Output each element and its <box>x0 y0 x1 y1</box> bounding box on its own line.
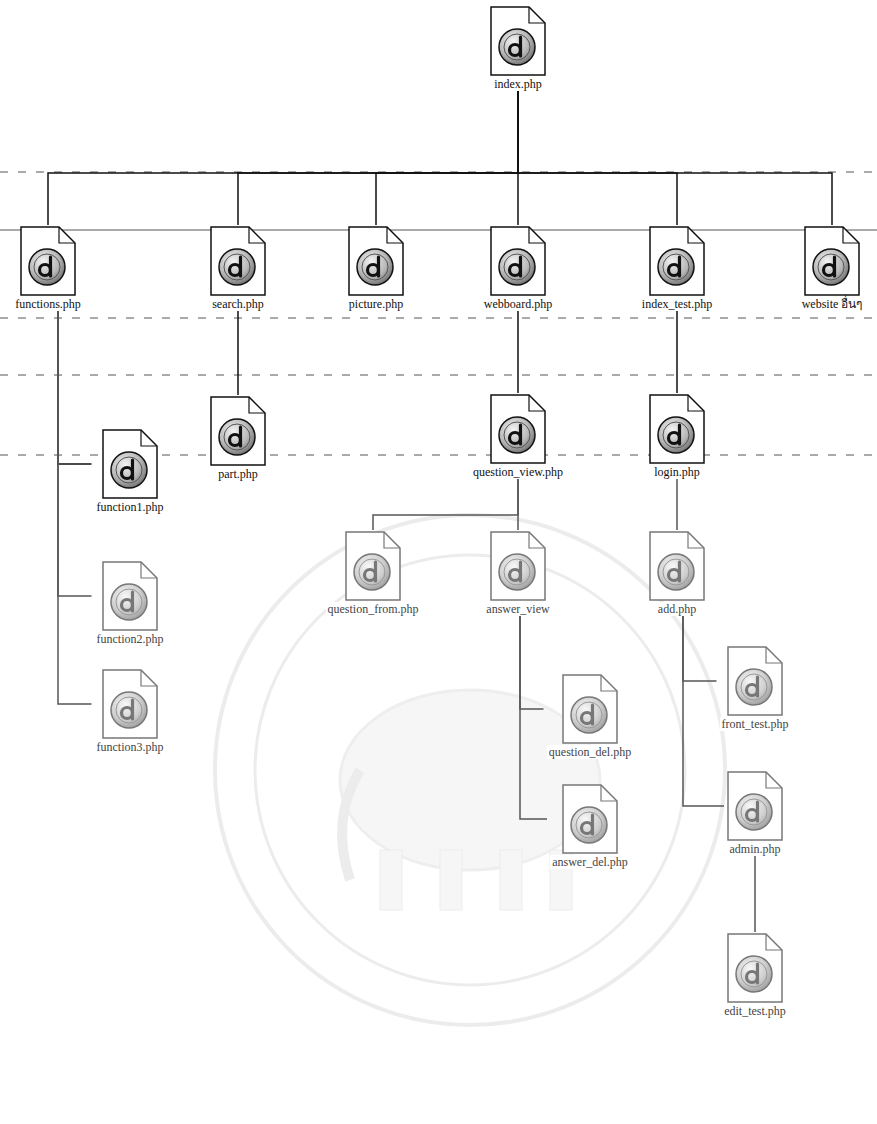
php-file-icon <box>101 668 159 740</box>
php-file-icon <box>648 225 706 297</box>
file-node: front_test.php <box>717 645 794 731</box>
file-name: function3.php <box>95 740 166 754</box>
file-node: function1.php <box>92 428 169 514</box>
tree-connector <box>48 91 518 225</box>
tree-connector <box>58 311 92 464</box>
file-node: question_from.php <box>323 530 424 616</box>
file-name: function2.php <box>95 632 166 646</box>
tree-connector <box>58 311 92 596</box>
file-node: picture.php <box>344 225 409 311</box>
php-file-icon <box>726 932 784 1004</box>
tree-connector <box>520 616 547 819</box>
tree-connector <box>518 91 677 225</box>
file-name: index_test.php <box>640 297 714 311</box>
file-node: index_test.php <box>637 225 718 311</box>
file-node: part.php <box>207 395 269 481</box>
php-file-icon <box>209 395 267 467</box>
file-name: answer_del.php <box>550 855 630 869</box>
file-name: picture.php <box>347 297 405 311</box>
file-name: edit_test.php <box>722 1004 788 1018</box>
file-name: webboard.php <box>482 297 554 311</box>
tree-connector <box>238 91 518 225</box>
file-name: front_test.php <box>720 717 791 731</box>
php-file-icon <box>489 530 547 602</box>
tree-connector <box>373 479 518 530</box>
file-name: question_del.php <box>547 745 633 759</box>
php-file-icon <box>489 393 547 465</box>
file-name: question_view.php <box>471 465 565 479</box>
file-name: function1.php <box>95 500 166 514</box>
tree-connector <box>518 91 832 225</box>
file-node: function2.php <box>92 560 169 646</box>
file-node: admin.php <box>724 770 786 856</box>
php-file-icon <box>19 225 77 297</box>
file-node: function3.php <box>92 668 169 754</box>
php-file-icon <box>726 770 784 842</box>
php-file-icon <box>344 530 402 602</box>
tree-connector <box>517 311 519 393</box>
tree-connector <box>376 91 518 225</box>
university-seal-watermark <box>215 515 725 1025</box>
file-name: part.php <box>216 467 260 481</box>
file-node: website อื่นๆ <box>797 225 868 311</box>
file-name: index.php <box>492 77 544 91</box>
php-file-icon <box>101 428 159 500</box>
php-file-icon <box>803 225 861 297</box>
tree-connector <box>683 616 717 681</box>
php-file-icon <box>101 560 159 632</box>
file-node: webboard.php <box>479 225 558 311</box>
php-file-icon <box>726 645 784 717</box>
file-name: website อื่นๆ <box>800 297 865 311</box>
file-node: add.php <box>646 530 708 616</box>
php-file-icon <box>347 225 405 297</box>
file-node: functions.php <box>10 225 86 311</box>
file-name: functions.php <box>13 297 83 311</box>
file-node: search.php <box>207 225 269 311</box>
tree-connector <box>237 311 239 395</box>
file-node: answer_view <box>481 530 555 616</box>
php-file-icon <box>561 783 619 855</box>
file-name: answer_view <box>484 602 551 616</box>
file-name: admin.php <box>728 842 783 856</box>
tree-connector <box>517 479 519 530</box>
file-node: login.php <box>646 393 708 479</box>
file-name: login.php <box>652 465 702 479</box>
php-file-icon <box>209 225 267 297</box>
tree-connector <box>676 311 678 393</box>
file-name: add.php <box>656 602 698 616</box>
php-file-icon <box>648 393 706 465</box>
file-node: answer_del.php <box>547 783 633 869</box>
php-file-icon <box>648 530 706 602</box>
file-node: question_del.php <box>544 673 637 759</box>
file-name: search.php <box>210 297 266 311</box>
tree-connector <box>58 311 92 704</box>
file-node: index.php <box>487 5 549 91</box>
tree-connector <box>754 856 756 932</box>
tree-connector <box>676 479 678 530</box>
level-separator <box>0 172 877 455</box>
file-name: question_from.php <box>326 602 421 616</box>
tree-connector <box>520 616 544 709</box>
php-file-icon <box>489 5 547 77</box>
php-file-icon <box>489 225 547 297</box>
file-node: edit_test.php <box>719 932 791 1018</box>
file-node: question_view.php <box>468 393 569 479</box>
tree-connector <box>683 616 724 806</box>
php-file-icon <box>561 673 619 745</box>
